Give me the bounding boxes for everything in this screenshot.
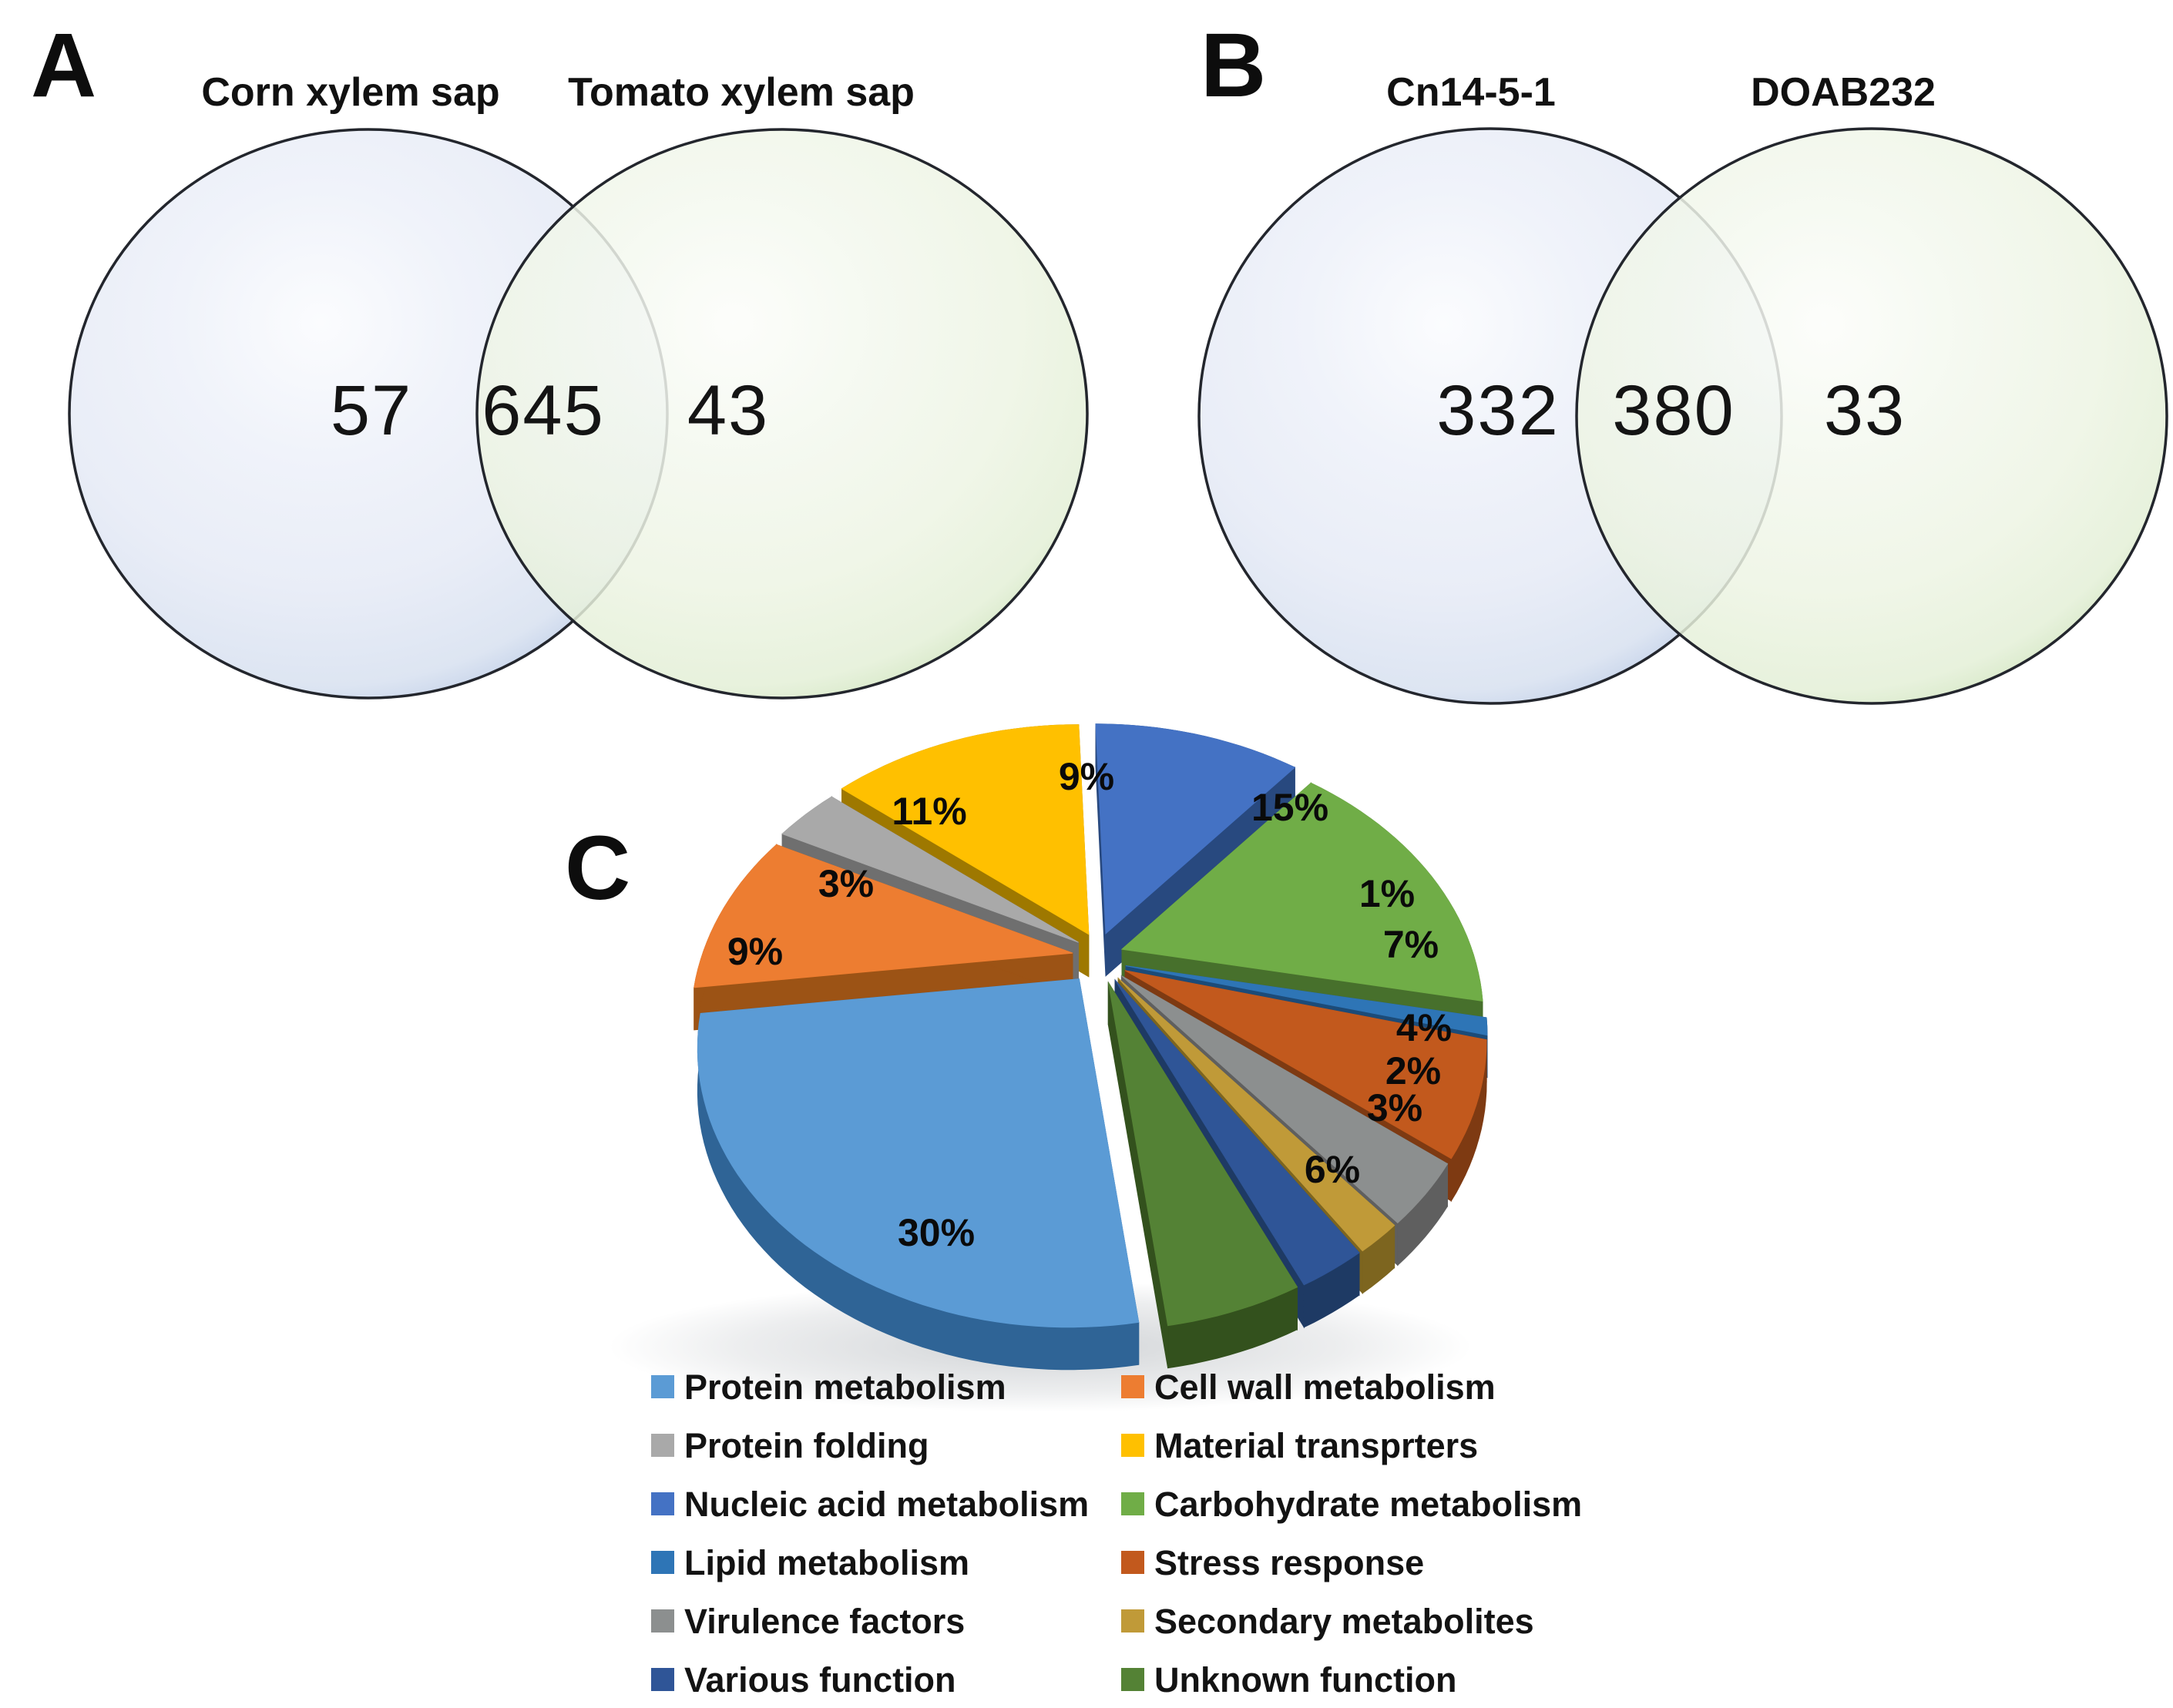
legend-swatch-icon <box>1121 1434 1144 1457</box>
legend-item-label: Nucleic acid metabolism <box>684 1484 1090 1524</box>
venn-b-left-title: Cn14-5-1 <box>1386 70 1556 115</box>
venn-a-right-count: 43 <box>687 371 770 450</box>
venn-b-right-title: DOAB232 <box>1751 70 1936 115</box>
legend-swatch-icon <box>651 1375 674 1398</box>
legend-swatch-icon <box>1121 1492 1144 1515</box>
venn-b-right-count: 33 <box>1823 371 1906 450</box>
pie-slice <box>841 724 1090 935</box>
legend-item-label: Various function <box>684 1659 956 1700</box>
legend-swatch-icon <box>1121 1551 1144 1574</box>
venn-b-left-count: 332 <box>1436 371 1560 450</box>
legend-item-label: Lipid metabolism <box>684 1542 970 1582</box>
pie-slice <box>781 796 1079 943</box>
pie-slice <box>1107 982 1298 1327</box>
legend-item: Lipid metabolism <box>651 1545 1121 1580</box>
pie-slice <box>697 978 1140 1328</box>
pie-slice <box>1117 978 1395 1252</box>
legend-item: Stress response <box>1121 1545 1645 1580</box>
legend-swatch-icon <box>651 1609 674 1632</box>
pie-chart <box>694 723 1488 1371</box>
pie-slice-label: 3% <box>1366 1086 1423 1129</box>
venn-a-overlap-count: 645 <box>482 371 605 450</box>
legend-item: Protein folding <box>651 1428 1121 1463</box>
legend-item: Virulence factors <box>651 1604 1121 1639</box>
legend-item-label: Unknown function <box>1154 1659 1457 1700</box>
legend-item: Cell wall metabolism <box>1121 1370 1645 1404</box>
pie-slice-label: 9% <box>727 930 784 973</box>
legend-item: Secondary metabolites <box>1121 1604 1645 1639</box>
venn-a-right-title: Tomato xylem sap <box>568 70 915 115</box>
legend-item: Protein metabolism <box>651 1370 1121 1404</box>
pie-slice <box>1095 723 1296 935</box>
legend-item-label: Virulence factors <box>684 1601 966 1641</box>
legend-swatch-icon <box>1121 1375 1144 1398</box>
panel-label-a: A <box>31 15 97 116</box>
legend-item-label: Stress response <box>1154 1542 1425 1582</box>
pie-slice <box>1124 970 1487 1159</box>
pie-slice-label: 3% <box>818 862 875 905</box>
pie-slice-label: 30% <box>897 1211 976 1254</box>
panel-label-c: C <box>565 817 631 919</box>
legend-item: Carbohydrate metabolism <box>1121 1487 1645 1522</box>
venn-a-right-circle <box>475 128 1089 700</box>
legend-swatch-icon <box>651 1668 674 1691</box>
venn-b-right-circle <box>1575 127 2168 705</box>
panel-label-b: B <box>1201 15 1267 116</box>
legend-swatch-icon <box>651 1492 674 1515</box>
venn-b-overlap-count: 380 <box>1612 371 1735 450</box>
pie-slice-label: 9% <box>1058 755 1115 798</box>
pie-slice <box>694 844 1073 988</box>
pie-slice-label: 7% <box>1382 923 1439 966</box>
legend-swatch-icon <box>651 1551 674 1574</box>
legend-item-label: Secondary metabolites <box>1154 1601 1534 1641</box>
venn-a <box>68 128 1089 700</box>
pie-slice <box>1125 965 1488 1036</box>
pie-slice <box>1120 782 1483 1002</box>
pie-slice <box>1121 975 1449 1223</box>
legend-item: Material transprters <box>1121 1428 1645 1463</box>
pie-slice-label: 15% <box>1251 786 1329 829</box>
legend-swatch-icon <box>1121 1609 1144 1632</box>
venn-a-left-title: Corn xylem sap <box>201 70 500 115</box>
pie-slice-label: 4% <box>1395 1006 1453 1049</box>
pie-slice <box>1114 979 1360 1286</box>
legend-item: Various function <box>651 1663 1121 1697</box>
legend-item: Unknown function <box>1121 1663 1645 1697</box>
legend-item-label: Carbohydrate metabolism <box>1154 1484 1583 1524</box>
legend-swatch-icon <box>651 1434 674 1457</box>
legend-swatch-icon <box>1121 1668 1144 1691</box>
legend-item-label: Protein metabolism <box>684 1367 1006 1407</box>
legend-item-label: Protein folding <box>684 1425 929 1465</box>
venn-b <box>1197 127 2168 705</box>
pie-slice-label: 2% <box>1385 1049 1442 1092</box>
pie-slice-label: 1% <box>1359 872 1416 915</box>
pie-slice-label: 6% <box>1304 1148 1361 1191</box>
venn-a-left-count: 57 <box>330 371 413 450</box>
legend-item: Nucleic acid metabolism <box>651 1487 1121 1522</box>
legend-item-label: Material transprters <box>1154 1425 1479 1465</box>
legend-item-label: Cell wall metabolism <box>1154 1367 1496 1407</box>
pie-slice-label: 11% <box>892 790 967 833</box>
